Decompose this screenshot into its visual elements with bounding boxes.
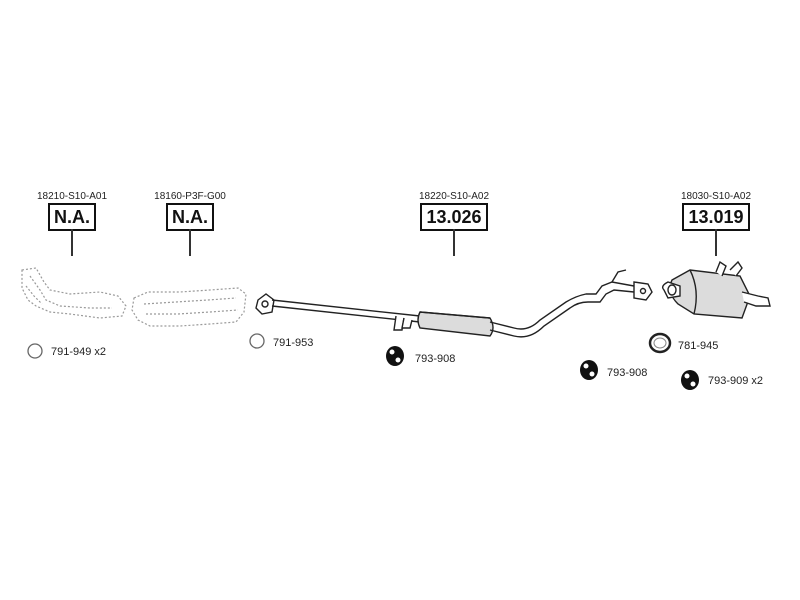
- seal-ring-icon: [648, 332, 672, 354]
- gasket-ring-icon: [27, 343, 43, 359]
- rubber-hanger-icon: [681, 370, 699, 390]
- accessory-code-label: 793-909 x2: [708, 375, 764, 387]
- rubber-hanger-icon: [386, 346, 404, 366]
- part-number-label: 18220-S10-A02: [418, 191, 490, 202]
- leader-line: [71, 229, 73, 256]
- rear-muffler-drawing: [661, 260, 771, 319]
- reference-box[interactable]: N.A.: [166, 203, 214, 231]
- accessory-code-label: 791-949 x2: [51, 346, 107, 358]
- reference-box[interactable]: N.A.: [48, 203, 96, 231]
- accessory-code-label: 781-945: [678, 340, 719, 352]
- leader-line: [453, 229, 455, 256]
- leader-line: [715, 229, 717, 256]
- part-number-label: 18030-S10-A02: [680, 191, 752, 202]
- accessory-code-label: 793-908: [607, 367, 648, 379]
- leader-line: [189, 229, 191, 256]
- part-number-label: 18210-S10-A01: [36, 191, 108, 202]
- rubber-hanger-icon: [580, 360, 598, 380]
- downpipe-outline: [21, 267, 127, 319]
- gasket-ring-icon: [249, 333, 265, 349]
- part-number-label: 18160-P3F-G00: [154, 191, 226, 202]
- accessory-code-label: 791-953: [273, 337, 314, 349]
- reference-box[interactable]: 13.026: [420, 203, 488, 231]
- reference-box[interactable]: 13.019: [682, 203, 750, 231]
- center-pipe-drawing: [255, 269, 653, 338]
- catalyst-outline: [131, 287, 247, 327]
- accessory-code-label: 793-908: [415, 353, 456, 365]
